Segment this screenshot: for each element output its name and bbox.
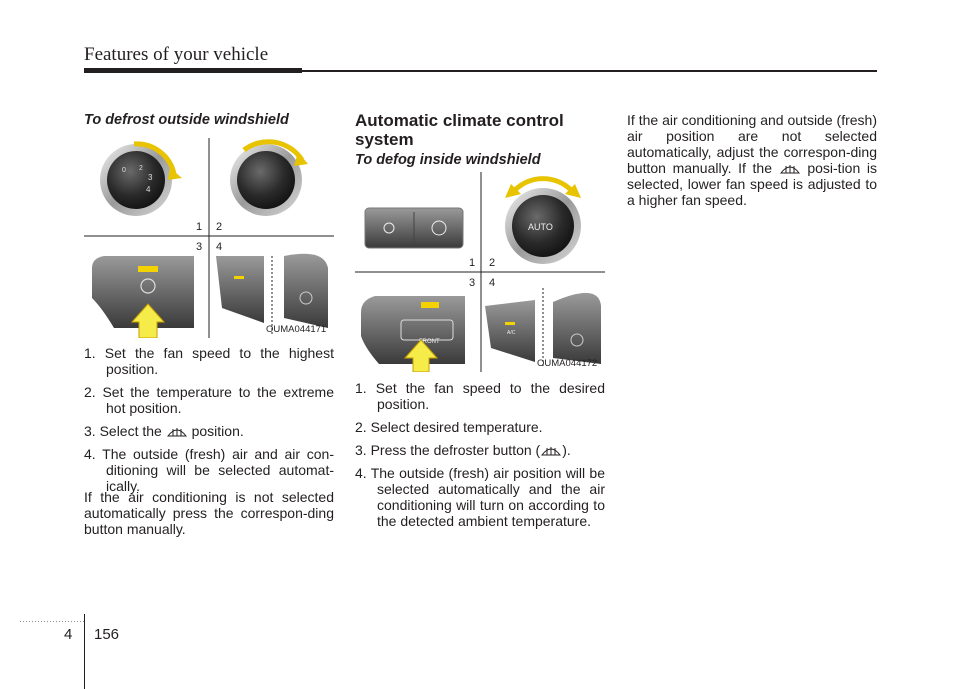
figure-code: OUMA044171 bbox=[266, 324, 327, 335]
defrost-step-2: 2. Set the temperature to the extreme ho… bbox=[84, 384, 334, 416]
defog-step-2: 2. Select desired temperature. bbox=[355, 419, 543, 435]
front-label: FRONT bbox=[419, 339, 440, 345]
section-number: 4 bbox=[64, 626, 73, 643]
defrost-icon bbox=[779, 165, 800, 174]
defrost-icon bbox=[166, 428, 187, 437]
svg-text:2: 2 bbox=[139, 165, 143, 172]
defog-step-1: 1. Set the fan speed to the desired posi… bbox=[355, 380, 605, 412]
quad-label-1: 1 bbox=[196, 221, 202, 233]
defrost-steps: 1. Set the fan speed to the highest posi… bbox=[84, 345, 334, 501]
defrost-note: If the air conditioning is not selected … bbox=[84, 489, 334, 537]
defog-step-4: 4. The outside (fresh) air position will… bbox=[355, 465, 605, 529]
svg-text:3: 3 bbox=[148, 173, 153, 182]
figure-code: OUMA044172 bbox=[537, 358, 598, 369]
defog-step-3: 3. Press the defroster button (). bbox=[355, 442, 571, 458]
footer-dotted-rule bbox=[20, 621, 84, 622]
defog-figure: AUTO 1 2 3 4 FRONT A/C OUMA044172 bbox=[355, 172, 605, 373]
svg-text:3: 3 bbox=[469, 277, 475, 289]
quad-label-3: 3 bbox=[196, 241, 202, 253]
svg-text:4: 4 bbox=[146, 185, 151, 194]
defrost-step-3: 3. Select the position. bbox=[84, 423, 244, 439]
footer-divider bbox=[84, 614, 85, 689]
page-number: 156 bbox=[94, 626, 120, 643]
quad-label-4: 4 bbox=[216, 241, 222, 253]
ac-label: A/C bbox=[507, 330, 516, 336]
svg-text:1: 1 bbox=[469, 257, 475, 269]
defog-steps: 1. Set the fan speed to the desired posi… bbox=[355, 380, 605, 536]
defog-heading: To defog inside windshield bbox=[355, 152, 541, 168]
knob-label: AUTO bbox=[528, 222, 553, 232]
defrost-step-1: 1. Set the fan speed to the highest posi… bbox=[84, 345, 334, 377]
quad-label-2: 2 bbox=[216, 221, 222, 233]
manual-adjust-paragraph: If the air conditioning and outside (fre… bbox=[627, 112, 878, 208]
defog-illustration: AUTO 1 2 3 4 FRONT A/C bbox=[355, 172, 605, 373]
section-title: Automatic climate control system bbox=[355, 111, 564, 149]
running-header: Features of your vehicle bbox=[84, 44, 269, 65]
svg-text:2: 2 bbox=[489, 257, 495, 269]
defrost-illustration: 0 2 3 4 1 2 3 4 bbox=[84, 138, 334, 339]
svg-text:4: 4 bbox=[489, 277, 495, 289]
defrost-step-4: 4. The outside (fresh) air and air con-d… bbox=[84, 446, 334, 494]
defrost-icon bbox=[541, 447, 562, 456]
header-rule-thick bbox=[84, 68, 302, 73]
header-rule-thin bbox=[302, 70, 877, 72]
defrost-heading: To defrost outside windshield bbox=[84, 112, 289, 128]
svg-text:0: 0 bbox=[122, 167, 126, 174]
defrost-figure: 0 2 3 4 1 2 3 4 OUMA044171 bbox=[84, 138, 334, 339]
